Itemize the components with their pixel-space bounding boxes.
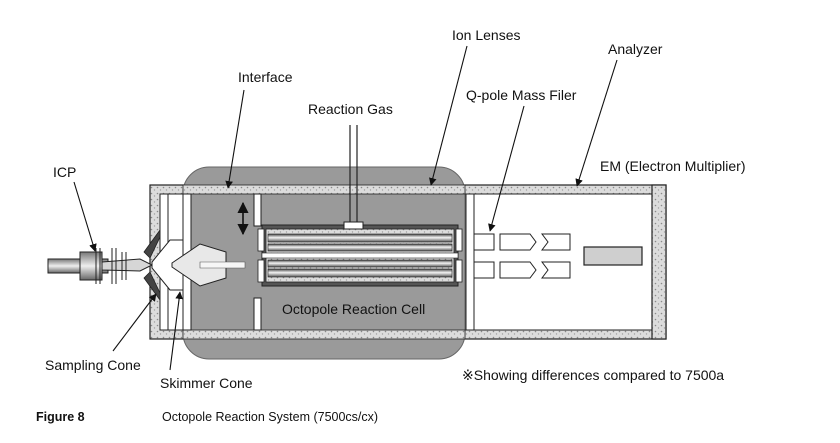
ion-lens-elements [473, 233, 495, 279]
label-interface: Interface [238, 69, 293, 85]
octopole-reaction-cell [257, 224, 463, 287]
electron-multiplier [583, 246, 643, 266]
figure-title: Octopole Reaction System (7500cs/cx) [162, 410, 378, 424]
label-note: ※Showing differences compared to 7500a [462, 367, 724, 383]
label-qpole-mass-filer: Q-pole Mass Filer [466, 87, 577, 103]
label-em: EM (Electron Multiplier) [600, 158, 745, 174]
label-octopole-reaction-cell: Octopole Reaction Cell [282, 301, 425, 317]
label-skimmer-cone: Skimmer Cone [160, 375, 253, 391]
figure-label: Figure 8 [36, 410, 85, 424]
label-reaction-gas: Reaction Gas [308, 101, 393, 117]
label-icp: ICP [53, 164, 76, 180]
leader-lines [73, 45, 618, 371]
label-sampling-cone: Sampling Cone [45, 357, 141, 373]
icp-torch [47, 248, 154, 284]
quadrupole-rods [499, 233, 571, 279]
label-ion-lenses: Ion Lenses [452, 27, 521, 43]
label-analyzer: Analyzer [608, 41, 663, 57]
cones [143, 228, 246, 302]
reaction-gas-inlet [343, 125, 364, 230]
